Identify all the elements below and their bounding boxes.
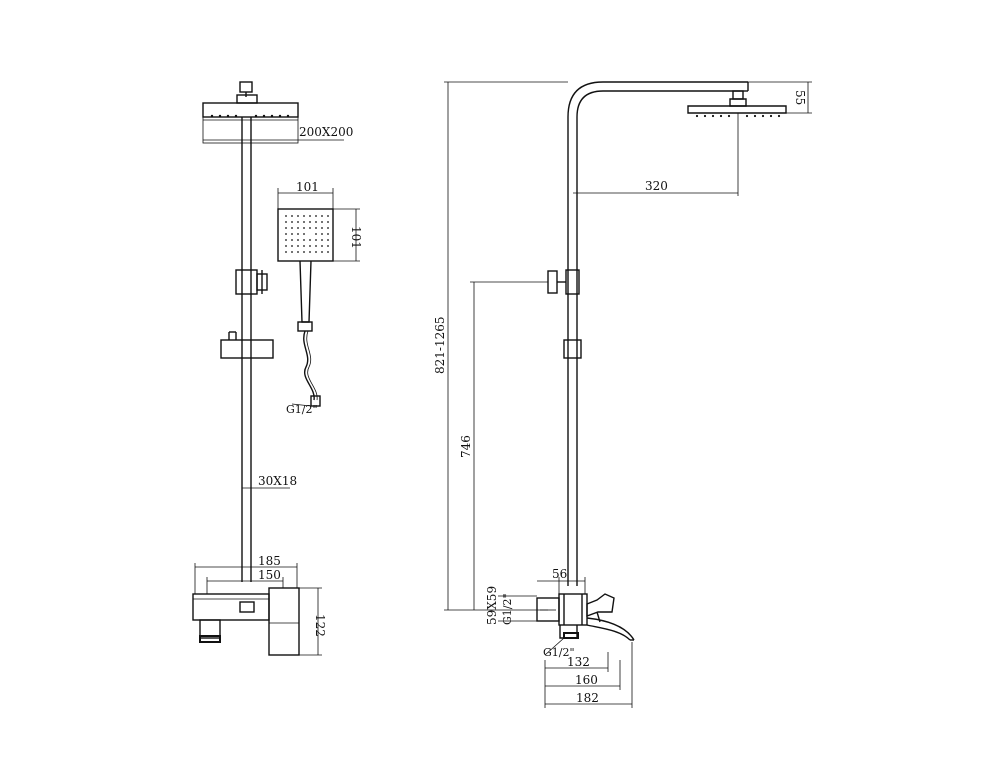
mixer-front <box>192 587 300 656</box>
sliding-holder-side <box>563 339 582 359</box>
mixer-150-label: 150 <box>258 568 281 582</box>
mixer-side <box>536 593 635 641</box>
head-mount-side <box>732 90 744 100</box>
shower-hose <box>303 330 315 401</box>
outlet-thread-leader <box>544 637 565 656</box>
riser-pipe-outer <box>567 81 748 586</box>
total-height-label: 821-1265 <box>433 317 447 375</box>
head-size-label: 200X200 <box>299 125 353 139</box>
mixer-185-label: 185 <box>258 554 281 568</box>
outlet-thread-label: G1/2" <box>543 646 575 659</box>
dim-56-label: 56 <box>552 567 567 581</box>
head-mount <box>236 94 258 104</box>
dim-160-label: 160 <box>575 673 598 687</box>
inlet-thread-label: G1/2" <box>501 593 514 625</box>
dim-746-label: 746 <box>459 435 473 458</box>
front-view: 200X200 <box>192 81 363 656</box>
top-connector <box>239 81 253 93</box>
mixer-122-label: 122 <box>313 614 327 637</box>
hand-width-label: 101 <box>296 180 319 194</box>
overhead-shower-head-side <box>687 105 787 118</box>
hose-thread-label: G1/2" <box>286 403 318 416</box>
sliding-holder <box>220 331 274 359</box>
hose-nut <box>310 395 321 407</box>
dim-132-label: 132 <box>567 655 590 669</box>
wall-bracket-upper <box>235 269 268 295</box>
rail-section-label: 30X18 <box>258 474 297 488</box>
arm-320-label: 320 <box>645 179 668 193</box>
dim-182-label: 182 <box>576 691 599 705</box>
hand-shower <box>277 208 334 332</box>
wall-bracket-side <box>547 269 580 295</box>
head-55-label: 55 <box>793 90 807 105</box>
hose-thread-leader <box>291 403 312 407</box>
side-view: 55 320 821-1265 746 <box>433 81 812 708</box>
inlet-box-label: 59X59 <box>485 586 499 625</box>
riser-pipe-inner <box>576 90 740 586</box>
hand-height-label: 101 <box>349 226 363 249</box>
